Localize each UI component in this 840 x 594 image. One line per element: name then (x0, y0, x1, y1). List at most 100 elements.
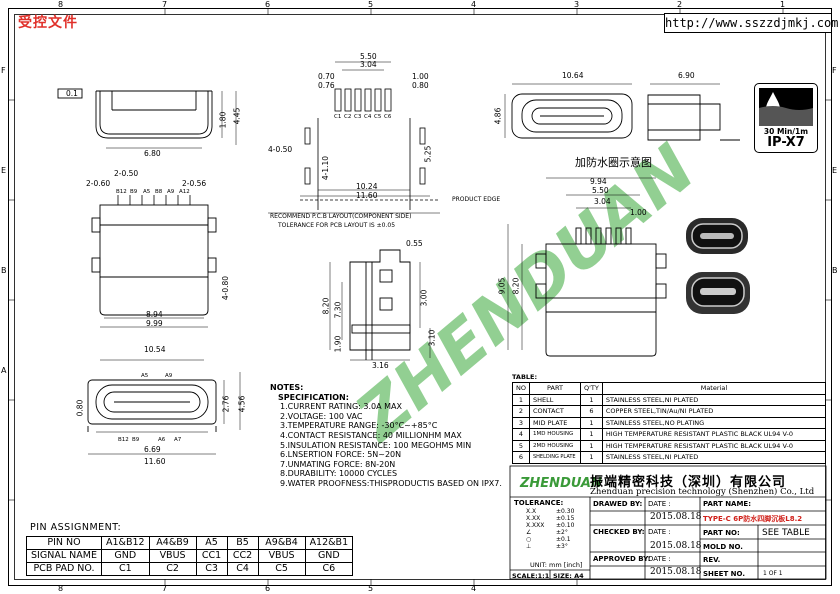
dimension: 1.80 (218, 111, 228, 129)
frame-number: 1 (780, 0, 786, 9)
approve-date: 2015.08.18 (650, 567, 702, 577)
checked-by-label: CHECKED BY: (593, 528, 645, 536)
mold-no-label: MOLD NO. (703, 543, 743, 551)
side-view (329, 249, 431, 361)
pcb-layout (268, 61, 440, 214)
iso-renders (686, 218, 750, 314)
ip-rating-code: IP-X7 (767, 135, 805, 150)
front-view (57, 88, 237, 149)
tolerance-row: ○ (526, 536, 532, 543)
date-label: DATE : (648, 555, 671, 563)
pin-label: A6 (158, 437, 166, 443)
pcb-tolerance-note: TOLERANCE FOR PCB LAYOUT IS ±0.05 (278, 222, 396, 229)
spec-item: 3.TEMPERATURE RANGE: -30°C~+85°C (280, 421, 438, 431)
pin-assignment-title: PIN ASSIGNMENT: (30, 522, 122, 533)
tolerance-label: TOLERANCE: (514, 499, 564, 507)
tolerance-row: ⊥ (526, 543, 532, 550)
tolerance-row: X.XXX (526, 522, 545, 529)
dimension: 9.99 (146, 319, 163, 328)
scale-label: SCALE:1:1 (512, 572, 550, 580)
dimension: 1.90 (333, 335, 343, 353)
dimension: 0.80 (412, 81, 429, 90)
notes-title: NOTES: (270, 383, 304, 392)
pin-label: B12 (118, 437, 129, 443)
dimension: 5.50 (592, 186, 609, 195)
dimension: 2-0.56 (182, 179, 207, 188)
dimension: 4-0.50 (268, 145, 293, 154)
date-label: DATE : (648, 500, 671, 508)
draw-date: 2015.08.18 (650, 512, 702, 522)
water-drop-icon (759, 88, 813, 126)
frame-number: 8 (58, 0, 64, 9)
right-side-view (507, 177, 667, 357)
spec-item: 4.CONTACT RESISTANCE: 40 MILLIONHM MAX (280, 430, 462, 440)
dimension: 3.04 (594, 197, 611, 206)
frame-number: 7 (162, 0, 168, 9)
date-label: DATE : (648, 528, 671, 536)
dimension: 6.90 (678, 71, 695, 80)
pin-label: A9 (167, 189, 175, 195)
spec-item: 6.LNSERTION FORCE: 5N~20N (280, 450, 402, 460)
frame-number: 6 (265, 584, 271, 593)
dimension: 10.54 (144, 345, 166, 354)
spec-item: 2.VOLTAGE: 100 VAC (280, 411, 363, 421)
dimension: 4-1.10 (321, 155, 331, 181)
frame-number: 4 (471, 0, 477, 9)
dimension: 8.20 (321, 297, 331, 315)
pin-label: B9 (130, 189, 138, 195)
company-logo: ZHENDUAN (520, 476, 602, 491)
dimension: 8.94 (146, 310, 163, 319)
pin-label: A5 (143, 189, 151, 195)
tolerance-row: ∠ (526, 529, 532, 536)
website-url[interactable]: http://www.sszzdjmkj.com (664, 13, 838, 33)
dimension: 3.10 (427, 329, 437, 347)
frame-number: 2 (677, 0, 683, 9)
tolerance-value: ±0.30 (556, 508, 575, 515)
ipx7-badge: 30 Min/1m IP-X7 (754, 83, 818, 153)
dimension: 4-0.80 (221, 275, 231, 301)
frame-number: 5 (368, 584, 374, 593)
sheet-no-value: 1 OF 1 (763, 570, 783, 577)
frame-letter: B (832, 266, 838, 275)
spec-item: 5.INSULATION RESISTANCE: 100 MEGOHMS MIN (280, 440, 472, 450)
dimension: 11.60 (356, 191, 378, 200)
pad-label: C2 (344, 114, 352, 120)
spec-title: SPECIFICATION: (278, 392, 349, 402)
dimension: 9.94 (590, 177, 607, 186)
waterproof-ring-caption: 加防水圈示意图 (575, 156, 652, 169)
dimension: 10.24 (356, 182, 378, 191)
dimension: 6.80 (144, 149, 161, 158)
pad-label: C3 (354, 114, 362, 120)
dimension: 0.55 (406, 239, 423, 248)
pad-label: C1 (334, 114, 342, 120)
pin-label: A12 (179, 189, 190, 195)
rev-label: REV. (703, 556, 721, 564)
frame-number: 8 (58, 584, 64, 593)
pin-label: B8 (155, 189, 163, 195)
pin-label: A5 (141, 373, 149, 379)
pad-label: C4 (364, 114, 372, 120)
dimension: 3.04 (360, 60, 377, 69)
tolerance-value: ±0.15 (556, 515, 575, 522)
spec-item: 1.CURRENT RATING: 3.0A MAX (280, 402, 403, 412)
product-edge-label: PRODUCT EDGE (452, 196, 501, 203)
ip-rating-duration: 30 Min/1m (763, 127, 809, 136)
part-name-value: TYPE-C 6P防水四脚沉板L8.2 (703, 515, 803, 523)
dimension: 2.76 (221, 395, 231, 413)
tolerance-value: ±2° (556, 529, 568, 536)
pin-label: B12 (116, 189, 127, 195)
dimension: 8.20 (511, 277, 521, 295)
controlled-document-stamp: 受控文件 (18, 15, 78, 31)
dimension: 0.80 (75, 399, 85, 417)
dimension: 0.76 (318, 81, 335, 90)
pin-label: B9 (132, 437, 140, 443)
dimension: 4.86 (493, 107, 503, 125)
dimension: 2-0.60 (86, 179, 111, 188)
frame-letter: E (1, 166, 7, 175)
dimension: 10.64 (562, 71, 584, 80)
